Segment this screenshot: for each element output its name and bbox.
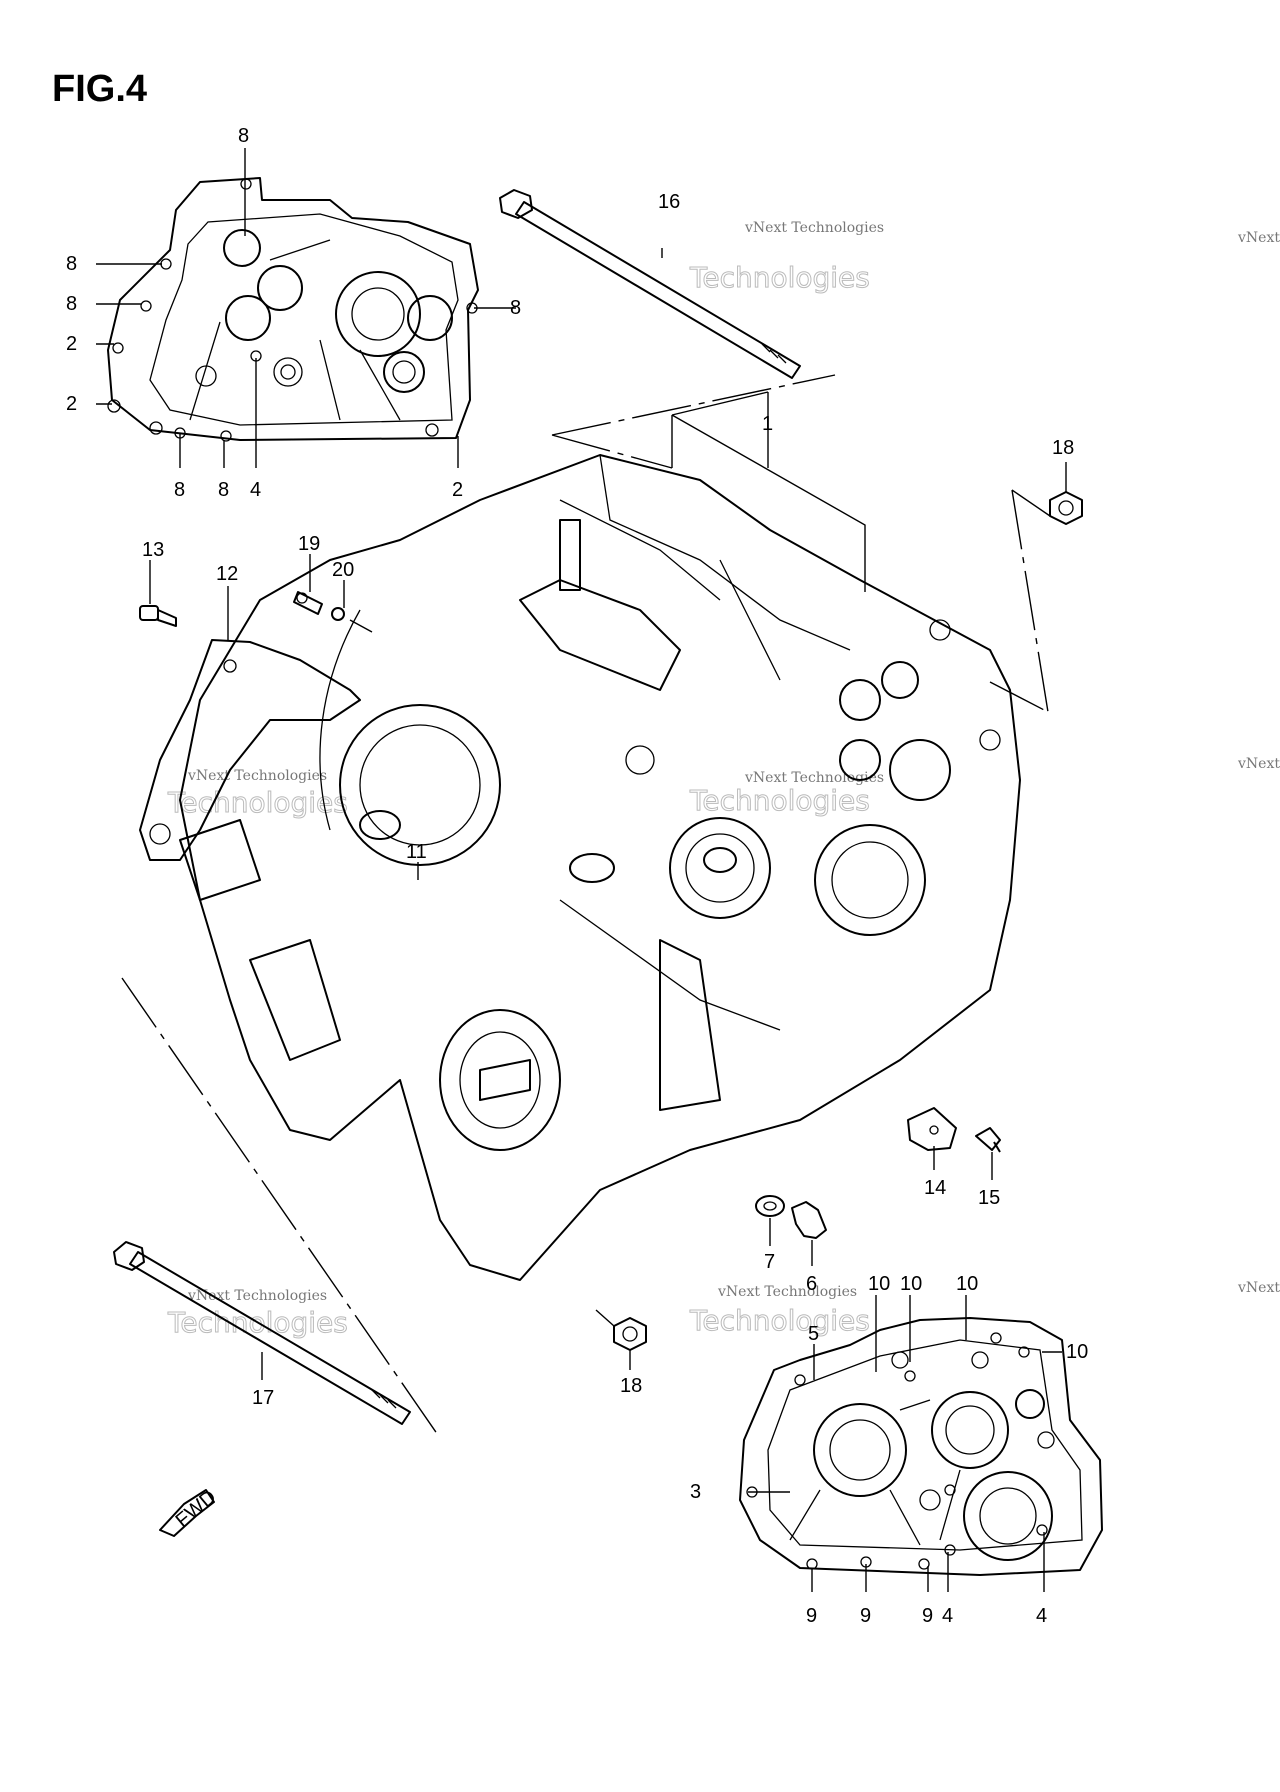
callout-18: 18: [620, 1375, 642, 1397]
watermark-text: vNext Technologies: [187, 768, 327, 784]
fwd-arrow: FWD: [159, 1486, 221, 1537]
callout-8: 8: [238, 125, 249, 147]
callout-11: 11: [406, 841, 427, 863]
watermark-text: Technologies: [689, 261, 870, 294]
callout-8: 8: [174, 479, 185, 501]
callout-2: 2: [66, 333, 77, 355]
callout-10: 10: [956, 1273, 978, 1295]
watermarks: vNext Technologies Technologies vNext vN…: [167, 220, 1280, 1340]
long-bolt-17: [113, 1241, 411, 1425]
callout-10: 10: [868, 1273, 890, 1295]
callout-9: 9: [922, 1605, 933, 1627]
callout-4: 4: [942, 1605, 953, 1627]
callout-17: 17: [252, 1387, 274, 1409]
callout-6: 6: [806, 1273, 817, 1295]
callout-4: 4: [250, 479, 261, 501]
callout-3: 3: [690, 1481, 701, 1503]
plate-14: [907, 1107, 957, 1151]
nut-18-bottom: [613, 1317, 647, 1351]
gasket-7: [755, 1195, 785, 1217]
callout-9: 9: [806, 1605, 817, 1627]
leader-lines: [96, 148, 1067, 1592]
callout-9: 9: [860, 1605, 871, 1627]
callout-7: 7: [764, 1251, 775, 1273]
watermark-text: Technologies: [167, 786, 348, 819]
callout-8: 8: [66, 293, 77, 315]
gasket-12: [139, 639, 361, 861]
callout-2: 2: [66, 393, 77, 415]
watermark-text: Technologies: [689, 784, 870, 817]
watermark-text: vNext: [1237, 1280, 1280, 1296]
watermark-text: vNext: [1237, 756, 1280, 772]
callout-8: 8: [510, 297, 521, 319]
callout-5: 5: [808, 1323, 819, 1345]
callout-10: 10: [900, 1273, 922, 1295]
callout-4: 4: [1036, 1605, 1047, 1627]
callout-15: 15: [978, 1187, 1000, 1209]
watermark-text: vNext Technologies: [744, 770, 884, 786]
callout-14: 14: [924, 1177, 946, 1199]
plug-19: [293, 591, 323, 615]
callout-8: 8: [66, 253, 77, 275]
callout-19: 19: [298, 533, 320, 555]
long-bolt-16: [499, 189, 801, 379]
callout-2: 2: [452, 479, 463, 501]
bolt-13: [139, 605, 177, 627]
callout-8: 8: [218, 479, 229, 501]
watermark-text: vNext Technologies: [744, 220, 884, 236]
right-crankcase-half-view: [739, 1317, 1103, 1576]
callout-16: 16: [658, 191, 680, 213]
fwd-label: FWD: [172, 1486, 221, 1532]
watermark-text: vNext: [1237, 230, 1280, 246]
watermark-text: vNext Technologies: [187, 1288, 327, 1304]
callout-1: 1: [762, 413, 773, 435]
o-ring-20: [331, 607, 345, 621]
nut-18-top: [1049, 491, 1083, 525]
watermark-text: vNext Technologies: [717, 1284, 857, 1300]
callout-labels: 1 16 18 13 12 19 20 11 14 15 7 6 18 17 8…: [66, 125, 1088, 1627]
figure-title: FIG.4: [52, 68, 148, 110]
callout-20: 20: [332, 559, 354, 581]
plug-6: [791, 1201, 827, 1239]
left-crankcase-half-view: [107, 177, 479, 442]
watermark-text: Technologies: [689, 1304, 870, 1337]
small-parts: FWD: [139, 491, 1083, 1537]
callout-13: 13: [142, 539, 164, 561]
callout-18: 18: [1052, 437, 1074, 459]
callout-12: 12: [216, 563, 238, 585]
callout-10: 10: [1066, 1341, 1088, 1363]
crankcase-assembly-1: [179, 454, 1021, 1281]
bolt-15: [975, 1127, 1001, 1153]
